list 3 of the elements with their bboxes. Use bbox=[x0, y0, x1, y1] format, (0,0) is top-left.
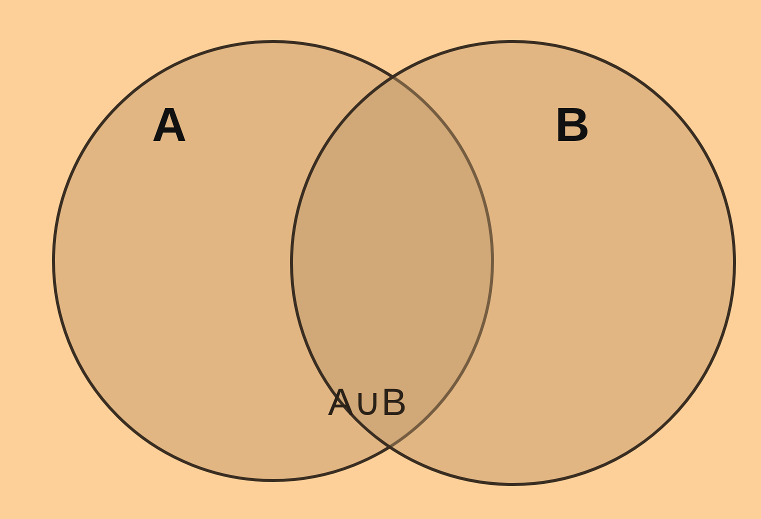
set-label: B bbox=[555, 98, 590, 153]
set-circle bbox=[290, 40, 736, 486]
set-label: A bbox=[152, 98, 187, 153]
